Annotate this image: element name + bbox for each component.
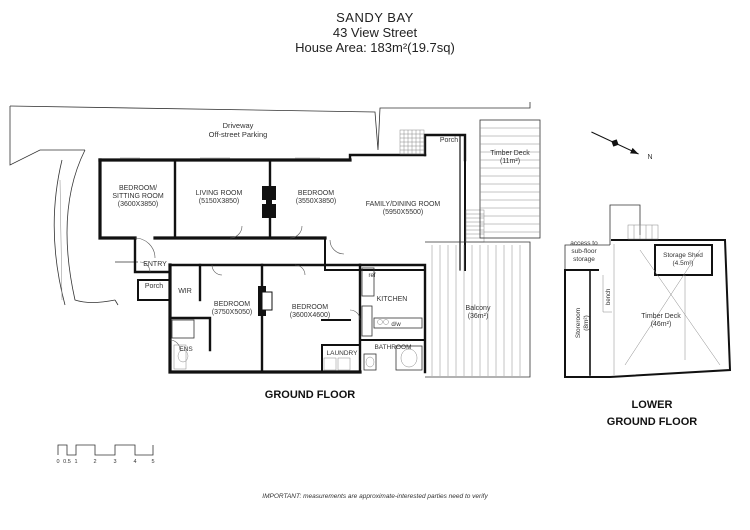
room-bedroom-top-dims: (3550X3850) (296, 198, 336, 205)
timber-deck-top (479, 119, 541, 239)
balcony-area: (36m²) (468, 313, 489, 320)
storeroom-name: Storeroom (575, 308, 582, 338)
porch-top-label: Porch (440, 137, 458, 144)
scale-tick-5: 4 (133, 459, 136, 465)
entry-label: ENTRY (143, 261, 167, 268)
kitchen-label: KITCHEN (377, 296, 408, 303)
balcony (425, 241, 531, 378)
ens-label: ENS (179, 346, 193, 353)
storage-shed-area: (4.5m²) (673, 260, 694, 267)
access-line1: access to (570, 240, 598, 247)
lower-deck-stairs (627, 224, 659, 240)
porch-left-label: Porch (145, 283, 163, 290)
room-living-dims: (5150X3850) (199, 198, 239, 205)
lower-timber-deck-name: Timber Deck (641, 313, 681, 320)
room-family-name: FAMILY/DINING ROOM (366, 201, 441, 208)
compass-icon (591, 131, 639, 155)
scale-tick-0: 0 (56, 459, 59, 465)
scale-tick-6: 5 (151, 459, 154, 465)
room-family-dims: (5950X5500) (383, 209, 423, 216)
plan-title: SANDY BAY (336, 10, 414, 25)
scale-tick-2: 1 (74, 459, 77, 465)
room-bedroom-sitting-line1: BEDROOM/ (119, 185, 157, 192)
storeroom-area: (8m²) (583, 315, 590, 331)
access-line2: sub-floor (571, 248, 597, 255)
storage-shed-name: Storage Shed (663, 252, 703, 259)
ref-label: ref (368, 273, 375, 279)
scale-bar (57, 444, 154, 456)
lower-floor-label-line1: LOWER (632, 399, 673, 411)
bench-label: bench (606, 289, 612, 305)
room-bedroom-mid-name: BEDROOM (292, 304, 328, 311)
timber-deck-top-area: (11m²) (500, 158, 520, 165)
lower-timber-deck-area: (46m²) (651, 321, 672, 328)
scale-tick-3: 2 (93, 459, 96, 465)
ground-floor-label: GROUND FLOOR (265, 389, 355, 401)
bathroom-label: BATHROOM (374, 344, 411, 351)
timber-deck-top-name: Timber Deck (490, 150, 530, 157)
fixtures (120, 129, 485, 371)
balcony-name: Balcony (466, 305, 491, 312)
site-boundary (9, 102, 531, 306)
lower-floor-label-line2: GROUND FLOOR (607, 416, 697, 428)
room-bedroom-top-name: BEDROOM (298, 190, 334, 197)
parking-label: Off-street Parking (209, 130, 268, 139)
scale-tick-4: 3 (113, 459, 116, 465)
scale-tick-1: 0.5 (63, 459, 71, 465)
disclaimer: IMPORTANT: measurements are approximate-… (262, 493, 488, 500)
lower-ground-walls (564, 204, 732, 378)
plan-address: 43 View Street (332, 25, 418, 40)
access-line3: storage (573, 256, 595, 263)
compass-north-label: N (647, 154, 652, 161)
room-bedroom-master-dims: (3750X5050) (212, 309, 252, 316)
ground-floor-walls (98, 133, 467, 374)
room-bedroom-sitting-dims: (3600X3850) (118, 201, 158, 208)
dw-label: d/w (391, 322, 401, 328)
room-bedroom-mid-dims: (3600X4600) (290, 312, 330, 319)
room-living-name: LIVING ROOM (196, 190, 243, 197)
laundry-label: LAUNDRY (327, 350, 359, 357)
house-area: House Area: 183m²(19.7sq) (295, 40, 455, 55)
room-bedroom-sitting-line2: SITTING ROOM (112, 193, 164, 200)
driveway-label: Driveway (223, 121, 254, 130)
room-bedroom-master-name: BEDROOM (214, 301, 250, 308)
wir-label: WIR (178, 288, 192, 295)
